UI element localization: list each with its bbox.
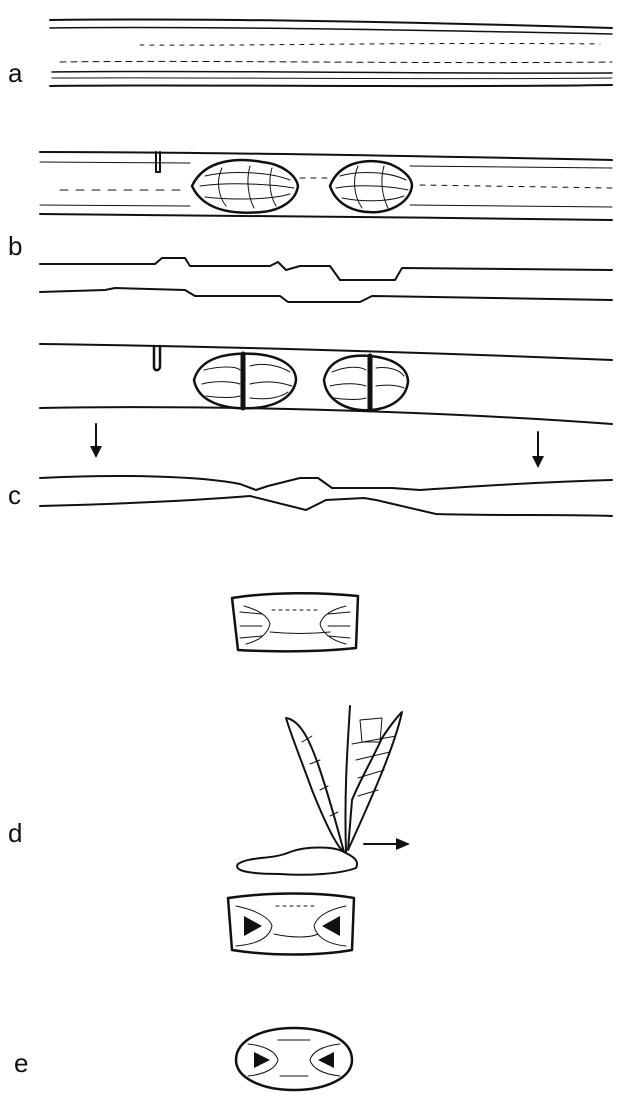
- arrow-down-icon: [90, 424, 102, 458]
- panel-label-e: e: [14, 1050, 28, 1076]
- panel-b-outline-trace: [40, 258, 612, 302]
- panel-b-fiber-with-nodes: [40, 152, 612, 302]
- panel-a-intact-fiber: [50, 19, 612, 86]
- node-1: [192, 160, 298, 213]
- panel-label-b: b: [8, 233, 22, 259]
- panel-c-kinked-fiber: [40, 344, 612, 516]
- node-2: [330, 161, 412, 212]
- kinked-node-2: [324, 356, 408, 411]
- panel-c-outline-trace: [40, 476, 612, 516]
- panel-d-fibrillated-fiber: [228, 706, 410, 955]
- panel-label-d: d: [8, 820, 22, 846]
- arrow-right-icon: [364, 838, 410, 850]
- panel-label-a: a: [8, 60, 22, 86]
- arrow-down-icon: [532, 432, 544, 468]
- panel-label-c: c: [8, 482, 21, 508]
- panel-e-rounded-segment: [236, 1028, 352, 1090]
- separated-segment: [232, 593, 358, 651]
- kinked-node-1: [194, 354, 296, 409]
- fibrillated-segment: [228, 894, 354, 955]
